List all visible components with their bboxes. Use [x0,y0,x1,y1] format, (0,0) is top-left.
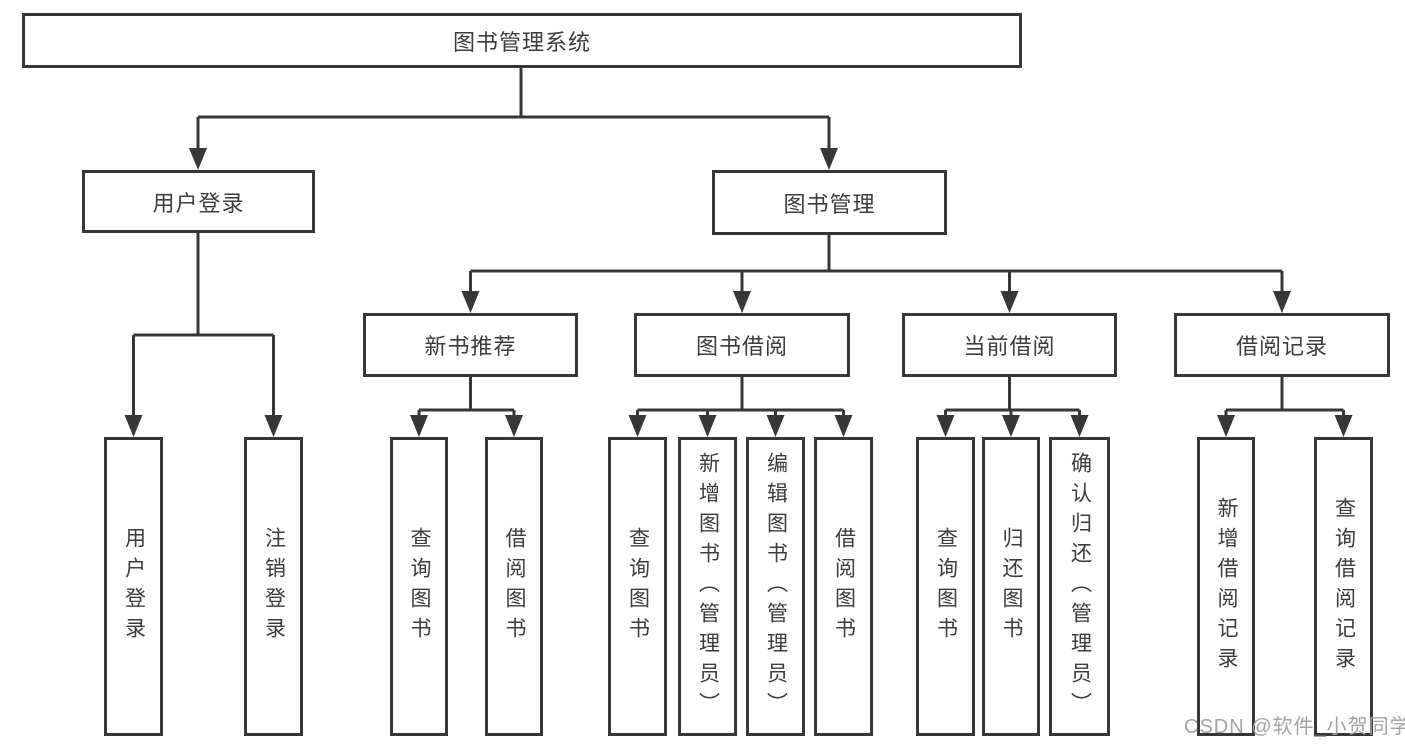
node-user-login: 用户登录 [82,170,315,233]
node-new-book-recommend: 新书推荐 [363,313,578,377]
leaf-recommend-borrow-books: 借阅图书 [485,437,543,736]
connector-new-book [417,377,516,419]
arrowhead [124,415,143,437]
leaf-current-query-books: 查询图书 [916,437,975,736]
arrowhead [766,415,785,437]
node-root-library-system: 图书管理系统 [22,13,1022,68]
leaf-confirm-return-admin: 确认归还（管理员） [1049,437,1110,736]
node-book-management: 图书管理 [712,170,947,235]
connector-root [196,68,831,152]
leaf-edit-books-admin: 编辑图书（管理员） [746,437,805,736]
node-current-borrow: 当前借阅 [902,313,1117,377]
arrowhead [410,415,428,437]
leaf-borrow-books: 借阅图书 [814,437,873,736]
arrowhead [264,415,283,437]
connector-book-borrow [636,377,845,419]
arrowhead [834,415,853,437]
arrowhead [461,291,480,313]
node-book-borrow: 图书借阅 [634,313,850,377]
leaf-borrow-query-books: 查询图书 [608,437,667,736]
arrowheads [124,148,1353,437]
arrowhead [505,415,523,437]
csdn-watermark: CSDN @软件_小贺同学 [1184,716,1405,738]
arrowhead [1334,415,1353,437]
arrowhead [1070,415,1089,437]
leaf-recommend-query-books: 查询图书 [390,437,448,736]
connector-user-login [132,233,275,419]
connector-book-management [469,235,1284,295]
arrowhead [1273,291,1291,313]
arrowhead [1002,415,1020,437]
leaf-query-borrow-record: 查询借阅记录 [1314,437,1373,736]
connector-borrow-records [1224,377,1345,419]
arrowhead [1217,415,1235,437]
arrowhead [820,148,838,170]
leaf-logout: 注销登录 [244,437,303,736]
arrowhead [698,415,717,437]
arrowhead [733,291,751,313]
arrowhead [189,148,207,170]
leaf-add-books-admin: 新增图书（管理员） [678,437,737,736]
node-borrow-records: 借阅记录 [1174,313,1390,377]
connector-current-borrow [944,377,1081,419]
arrowhead [936,415,955,437]
arrowhead [628,415,647,437]
arrowhead [1000,291,1019,313]
leaf-user-login: 用户登录 [104,437,163,736]
leaf-return-books: 归还图书 [982,437,1040,736]
leaf-add-borrow-record: 新增借阅记录 [1197,437,1255,736]
